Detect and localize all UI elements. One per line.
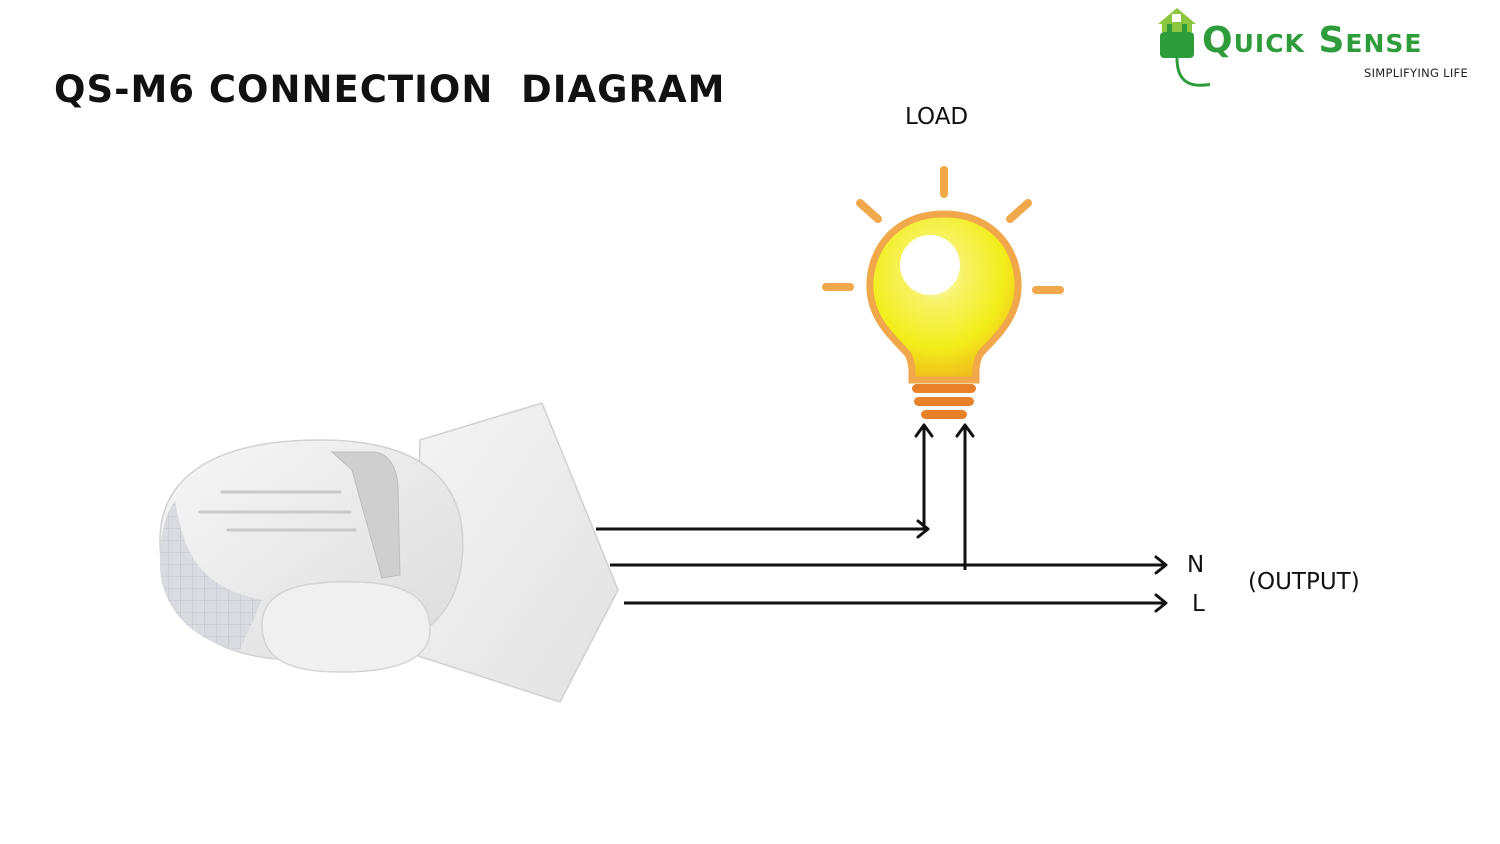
arrow-load-2-icon (955, 423, 975, 438)
motion-sensor-icon (159, 402, 619, 703)
arrow-into-load-icon (916, 519, 930, 539)
brand-tagline: SIMPLIFYING LIFE (1364, 66, 1469, 80)
house-plug-icon (1158, 8, 1210, 87)
arrow-live-icon (1154, 593, 1168, 613)
arrow-load-1-icon (914, 423, 934, 438)
output-label: (OUTPUT) (1248, 569, 1360, 595)
brand-name: Quick Sense (1202, 20, 1423, 61)
arrow-neutral-icon (1154, 555, 1168, 575)
live-label: L (1192, 591, 1205, 617)
bulb-rays (822, 166, 1064, 294)
wire-to-load-1 (596, 426, 926, 531)
wiring (596, 426, 1164, 605)
page-title: QS-M6 CONNECTION DIAGRAM (54, 68, 726, 111)
neutral-label: N (1187, 552, 1205, 578)
brand-logo: Quick Sense SIMPLIFYING LIFE (1150, 2, 1490, 97)
load-label: LOAD (905, 104, 969, 130)
light-bulb-icon (822, 166, 1064, 419)
arrowheads (914, 423, 1168, 613)
